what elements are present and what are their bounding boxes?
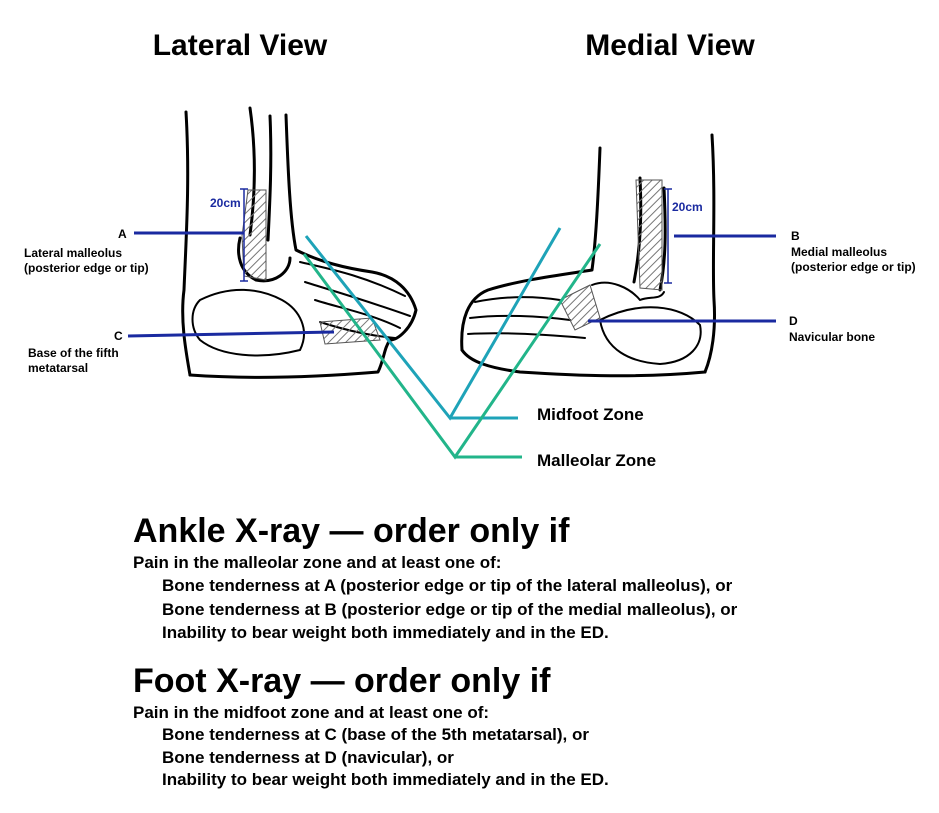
- midfoot-zone-label: Midfoot Zone: [537, 405, 644, 424]
- medial-view-title: Medial View: [585, 29, 755, 62]
- point-c-letter: C: [114, 329, 123, 343]
- foot-criterion-1: Bone tenderness at C (base of the 5th me…: [162, 725, 589, 744]
- foot-criterion-2: Bone tenderness at D (navicular), or: [162, 748, 454, 767]
- foot-rule-title: Foot X-ray — order only if: [133, 662, 551, 700]
- ankle-criterion-2: Bone tenderness at B (posterior edge or …: [162, 600, 738, 619]
- medial-foot-drawing: [460, 133, 716, 378]
- foot-criterion-3: Inability to bear weight both immediatel…: [162, 770, 609, 789]
- ankle-rule-title: Ankle X-ray — order only if: [133, 512, 570, 550]
- point-b-letter: B: [791, 229, 800, 243]
- ankle-rule-intro: Pain in the malleolar zone and at least …: [133, 553, 502, 572]
- ankle-criterion-1: Bone tenderness at A (posterior edge or …: [162, 576, 733, 595]
- point-c-label-line1: Base of the fifth: [28, 346, 119, 360]
- point-b-label-line2: (posterior edge or tip): [791, 260, 916, 274]
- lateral-measure-bracket: [240, 188, 248, 282]
- lateral-view-title: Lateral View: [153, 29, 328, 62]
- point-d-letter: D: [789, 314, 798, 328]
- point-d-label-line1: Navicular bone: [789, 330, 875, 344]
- point-b-label-line1: Medial malleolus: [791, 245, 887, 259]
- point-a-label-line2: (posterior edge or tip): [24, 261, 149, 275]
- ankle-criterion-3: Inability to bear weight both immediatel…: [162, 623, 609, 642]
- point-a-letter: A: [118, 227, 127, 241]
- medial-measure-bracket: [664, 188, 672, 284]
- medial-measure-label: 20cm: [672, 200, 703, 214]
- ankle-foot-diagram: Lateral View Medial View 20cm A Lateral …: [24, 29, 916, 470]
- marker-line-c: [127, 330, 335, 338]
- lateral-foot-drawing: [181, 106, 418, 379]
- point-c-label-line2: metatarsal: [28, 361, 88, 375]
- point-a-label-line1: Lateral malleolus: [24, 246, 122, 260]
- malleolar-zone-label: Malleolar Zone: [537, 451, 656, 470]
- lateral-measure-label: 20cm: [210, 196, 241, 210]
- foot-rule-intro: Pain in the midfoot zone and at least on…: [133, 703, 490, 722]
